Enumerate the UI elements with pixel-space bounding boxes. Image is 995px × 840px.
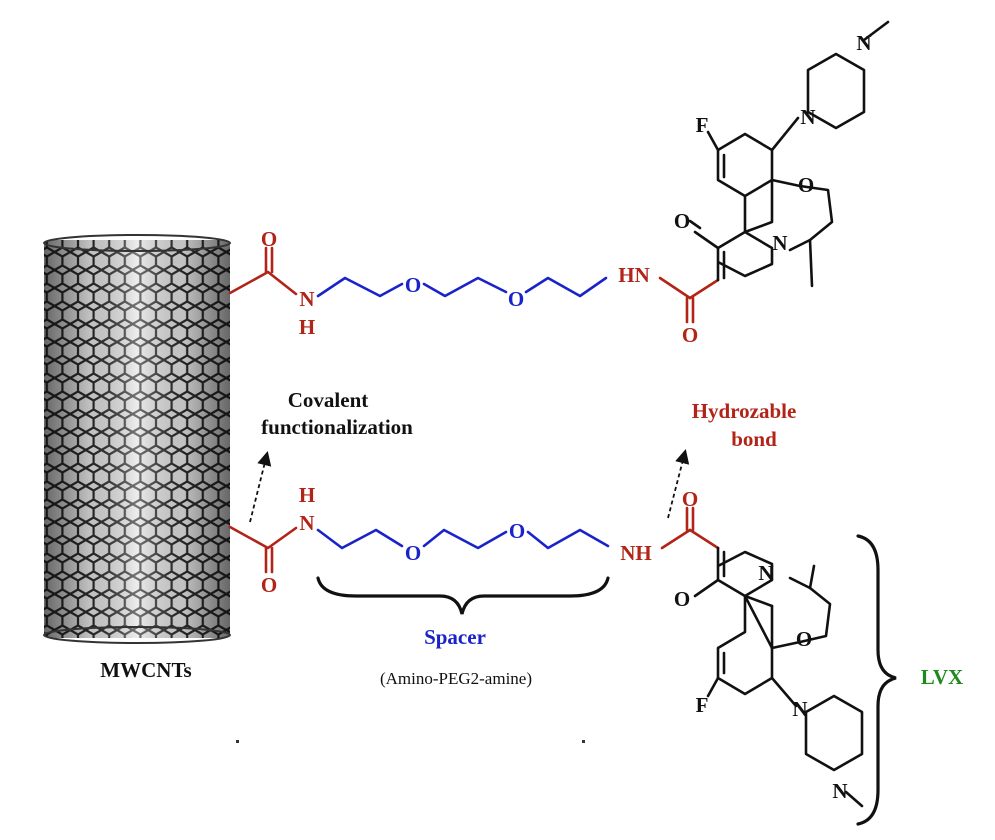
atom-n: N [299,511,314,535]
lvx-brace [856,534,897,826]
spacer-subtitle: (Amino-PEG2-amine) [380,669,532,688]
atom-o: O [796,627,812,651]
atom-n: N [832,779,847,803]
atom-o: O [405,273,421,297]
atom-o: O [261,227,277,251]
spacer-label: Spacer [424,625,486,649]
nanotube-illustration [43,234,231,644]
atom-o: O [509,519,525,543]
atom-o: O [798,173,814,197]
atom-o: O [682,323,698,347]
upper-lvx-structure [688,20,890,288]
atom-o: O [674,209,690,233]
dot-mark [236,740,239,743]
atom-n: N [299,287,314,311]
atom-n: N [772,231,787,255]
covalent-label-line1: Covalent [288,388,369,412]
lower-linker [228,506,720,574]
atom-nh: NH [620,541,652,565]
lower-atom-labels: H N O O O NH O O N O F N N [261,483,848,803]
atom-f: F [696,113,709,137]
lower-lvx-structure [693,546,864,808]
figure-labels: MWCNTs Covalent functionalization Hydroz… [100,388,963,689]
covalent-label-line2: functionalization [261,415,413,439]
hydrolyzable-label-line1: Hydrozable [692,399,797,423]
atom-n: N [792,697,807,721]
hydrolyzable-arrow [667,449,690,519]
atom-hn: HN [618,263,650,287]
atom-f: F [696,693,709,717]
atom-n: N [800,105,815,129]
atom-o: O [508,287,524,311]
atom-n: N [856,31,871,55]
upper-atom-labels: O N H O O HN O O F O N N N [261,31,872,347]
covalent-arrow [249,451,272,523]
atom-o: O [261,573,277,597]
hydrolyzable-label-line2: bond [731,427,777,451]
atom-n: N [758,561,773,585]
atom-h: H [299,483,315,507]
nanotube-label: MWCNTs [100,658,191,682]
spacer-brace [316,576,610,615]
atom-h: H [299,315,315,339]
atom-o: O [674,587,690,611]
atom-o: O [682,487,698,511]
dot-mark [582,740,585,743]
drug-label: LVX [921,665,963,689]
annotations [236,449,897,826]
upper-linker [228,246,720,324]
atom-o: O [405,541,421,565]
